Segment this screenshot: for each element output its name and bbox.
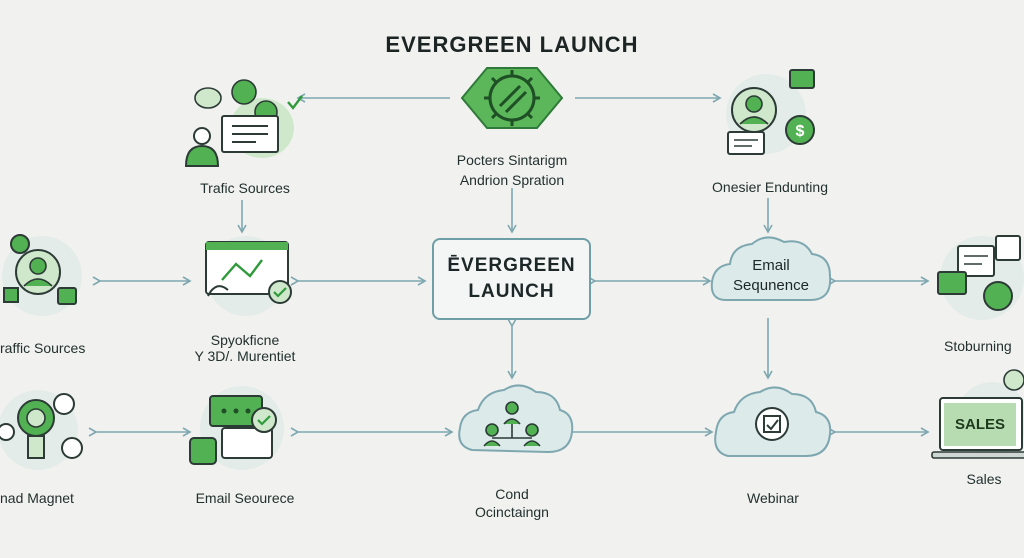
- spyokficne-line1: Spyokficne: [210, 332, 280, 348]
- email-source-label: Email Seourece: [195, 490, 295, 506]
- onesier-icon: $: [726, 69, 815, 155]
- email-source-icon: [189, 386, 284, 470]
- webinar-label: Webinar: [747, 490, 799, 506]
- spyokficne-line2: Y 3D/. Murentiet: [194, 348, 296, 364]
- traffic-sources-icon: [184, 79, 303, 167]
- lead-magnet-icon: [0, 390, 83, 470]
- spyokficne-label: Spyokficne Y 3D/. Murentiet: [180, 332, 310, 364]
- traffic-left-icon: [2, 234, 82, 316]
- cond-line1: Cond: [495, 486, 529, 502]
- connectors: [88, 93, 930, 437]
- traffic-sources-top-label: Trafic Sources: [200, 180, 290, 196]
- stoburning-icon: [937, 235, 1024, 320]
- sales-laptop-icon: [931, 369, 1024, 459]
- email-sequence-line1: Email: [752, 257, 790, 274]
- evergreen-launch-box: ĒVERGREEN LAUNCH: [432, 238, 591, 320]
- email-sequence-line2: Sequnence: [733, 277, 809, 294]
- top-center-line2: Andrion Spration: [459, 172, 565, 188]
- sales-label: Sales: [966, 471, 1002, 487]
- email-sequence-label: Email Sequnence: [718, 256, 824, 296]
- top-center-line1: Pocters Sintarigm: [456, 152, 568, 168]
- cond-label: Cond Ocinctaingn: [432, 485, 592, 521]
- webinar-cloud: [714, 386, 832, 457]
- onesier-label: Onesier Endunting: [712, 179, 828, 195]
- stoburning-label: Stoburning: [944, 338, 1012, 354]
- top-center-label: Pocters Sintarigm Andrion Spration: [412, 150, 612, 190]
- strategy-gear-icon: [460, 67, 564, 129]
- svg-text:$: $: [796, 123, 805, 140]
- traffic-sources-left-label: raffic Sources: [0, 340, 86, 356]
- cond-cloud: [458, 384, 574, 454]
- diagram-title: EVERGREEN LAUNCH: [385, 32, 639, 57]
- center-box-line1: ĒVERGREEN: [447, 255, 576, 276]
- cond-line2: Ocinctaingn: [475, 504, 549, 520]
- sales-screen-text: SALES: [954, 416, 1005, 433]
- spyokficne-icon: [205, 236, 292, 316]
- lead-magnet-label: nad Magnet: [0, 490, 74, 506]
- email-sequence-cloud: [710, 236, 832, 301]
- center-box-line2: LAUNCH: [468, 281, 555, 302]
